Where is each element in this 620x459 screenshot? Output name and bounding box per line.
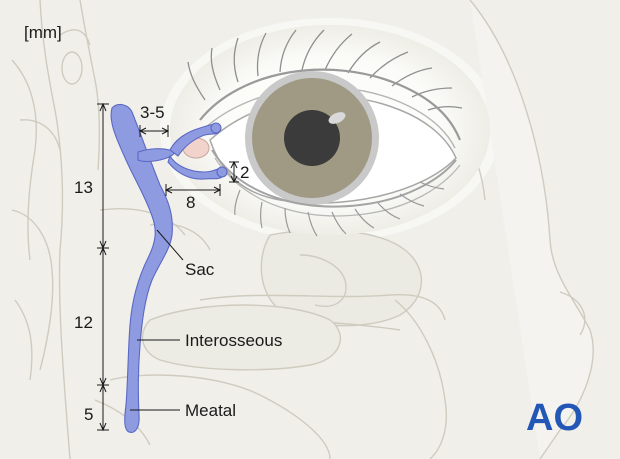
ao-logo: AO (526, 397, 583, 439)
measurement-canaliculus-diameter: 2 (240, 163, 249, 182)
label-meatal: Meatal (185, 401, 236, 420)
unit-label: [mm] (24, 23, 62, 42)
lacrimal-duct (110, 103, 228, 433)
lower-punctum (216, 166, 228, 178)
lower-eyelashes (234, 181, 445, 237)
dimension-lines (97, 102, 239, 432)
nasolacrimal-duct (110, 103, 173, 433)
upper-punctum (210, 122, 222, 134)
measurement-canaliculus-length: 8 (186, 193, 195, 212)
eye (170, 25, 490, 237)
leader-lines (130, 229, 184, 411)
measurement-sac-length: 13 (74, 178, 93, 197)
measurement-interosseous-length: 12 (74, 313, 93, 332)
measurement-canaliculus-height: 3-5 (140, 103, 165, 122)
label-interosseous: Interosseous (185, 331, 282, 350)
sac-leader-line (156, 229, 184, 261)
measurement-meatal-length: 5 (84, 405, 93, 424)
upper-eyelid (199, 68, 462, 141)
pupil (284, 110, 340, 166)
label-sac: Sac (185, 260, 215, 279)
